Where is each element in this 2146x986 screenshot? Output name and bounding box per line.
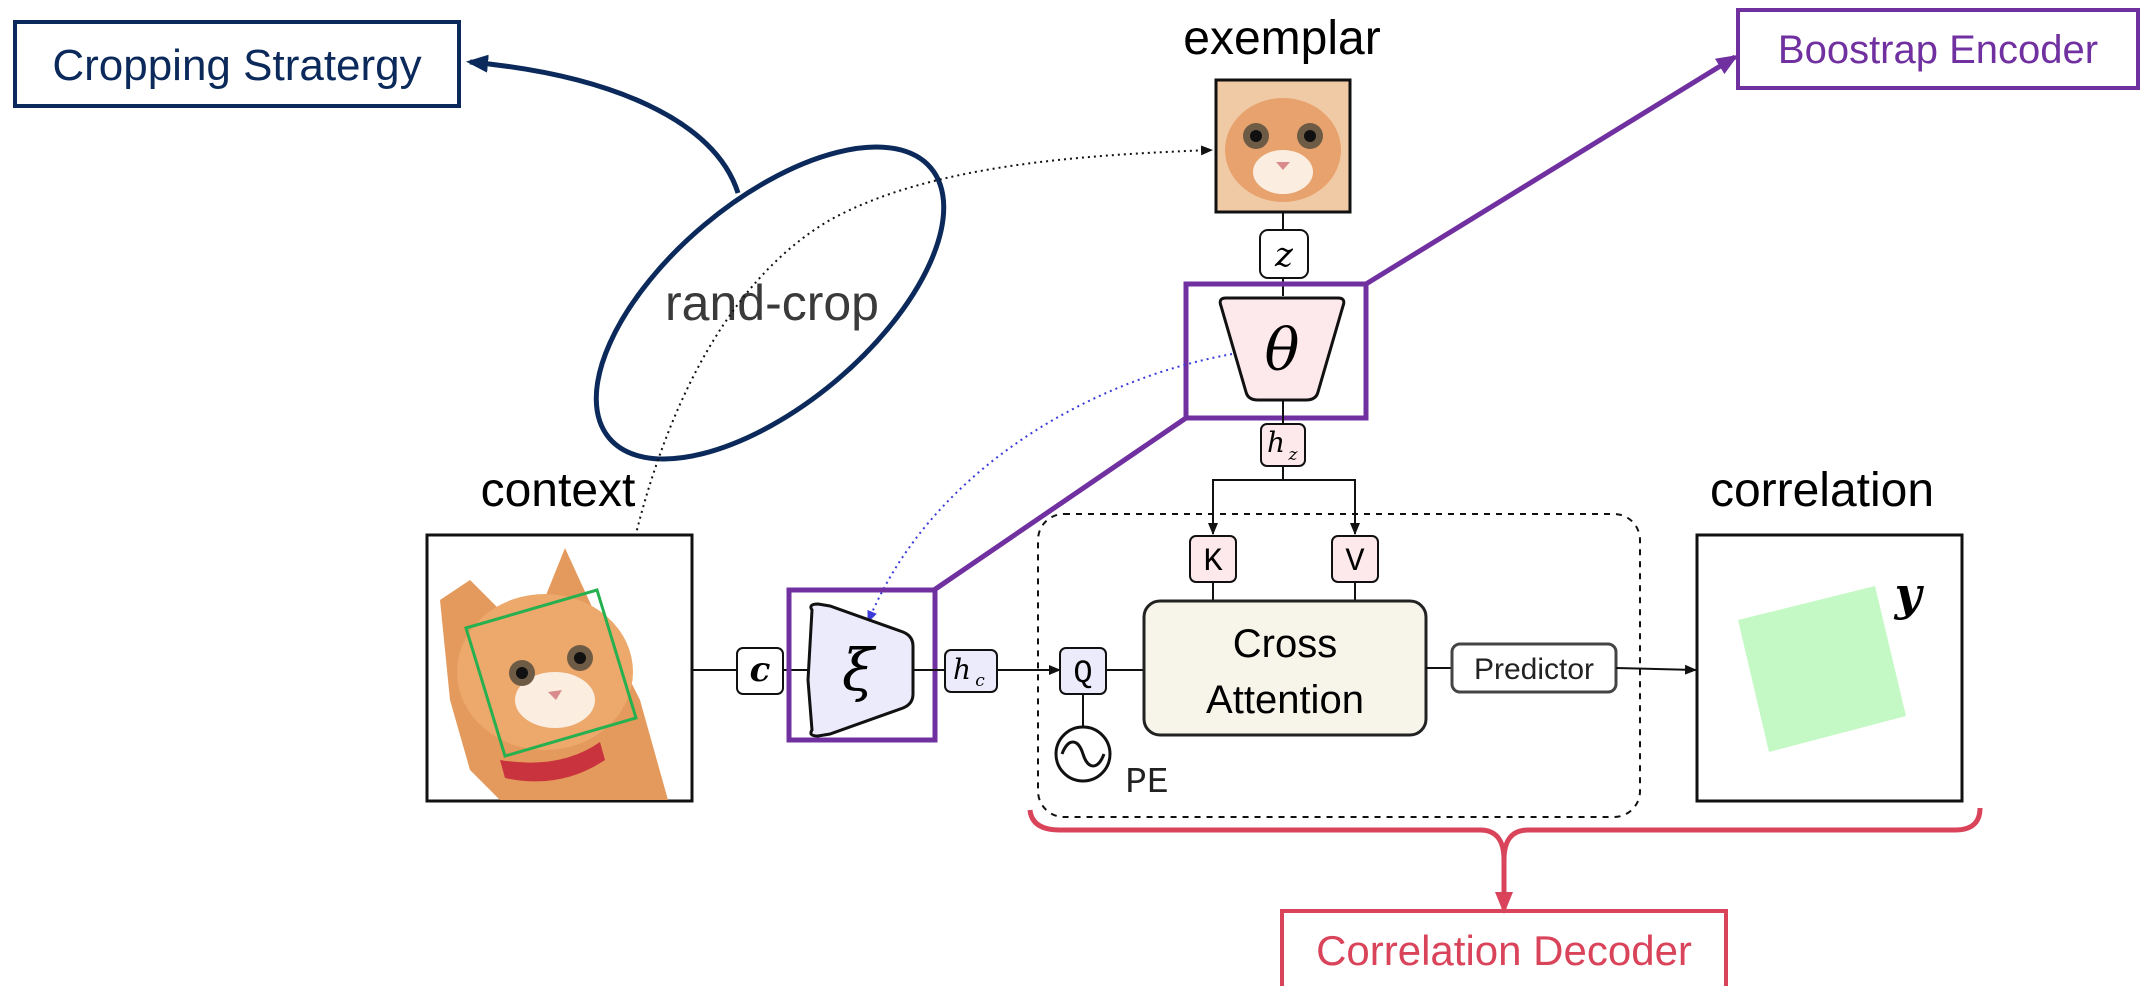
context-image xyxy=(425,533,694,803)
theta-encoder xyxy=(1218,296,1346,402)
rand-crop-ellipse xyxy=(593,144,947,462)
bootstrap-encoder-arrow xyxy=(1364,54,1739,287)
rand-crop-label: rand-crop xyxy=(665,275,879,331)
bootstrap-encoder-label: Boostrap Encoder xyxy=(1778,28,2098,72)
xi-encoder-frame xyxy=(786,587,938,743)
cross-attention-line2: Attention xyxy=(1206,678,1364,722)
z-symbol: z xyxy=(1274,235,1294,275)
hz-branch-lines xyxy=(1212,479,1356,532)
v-symbol: V xyxy=(1345,543,1365,580)
decoder-brace xyxy=(1027,807,1983,861)
cross-attention-line1: Cross xyxy=(1233,622,1337,666)
xi-encoder xyxy=(806,602,915,738)
y-symbol: y xyxy=(1894,567,1925,621)
q-symbol: Q xyxy=(1073,655,1092,692)
exemplar-image xyxy=(1214,78,1352,214)
predictor-label: Predictor xyxy=(1474,653,1594,686)
hc-subscript: c xyxy=(975,671,985,691)
theta-symbol: θ xyxy=(1265,316,1300,384)
positional-encoding-icon xyxy=(1054,725,1112,783)
c-symbol: c xyxy=(750,650,771,690)
hz-subscript: z xyxy=(1288,445,1299,465)
bootstrap-encoder-callout: Boostrap Encoder xyxy=(1736,8,2140,90)
correlation-target xyxy=(1738,586,1906,752)
correlation-title: correlation xyxy=(1710,464,1934,517)
encoder-link-line xyxy=(932,415,1188,593)
pe-label: PE xyxy=(1125,762,1168,803)
hz-symbol: h xyxy=(1267,426,1285,459)
xi-symbol: ξ xyxy=(842,636,877,704)
cropping-strategy-label: Cropping Stratergy xyxy=(52,41,421,90)
crop-box xyxy=(464,588,638,758)
k-symbol: K xyxy=(1203,543,1223,580)
weight-share-dotted-arrow xyxy=(867,353,1233,623)
cropping-strategy-callout: Cropping Stratergy xyxy=(13,20,461,108)
theta-encoder-frame xyxy=(1183,281,1369,421)
hc-symbol: h xyxy=(953,653,971,686)
cropping-strategy-arrow xyxy=(466,54,741,194)
decoder-region xyxy=(1037,513,1641,818)
correlation-decoder-callout: Correlation Decoder xyxy=(1280,909,1728,986)
context-title: context xyxy=(481,464,636,517)
exemplar-title: exemplar xyxy=(1183,12,1380,65)
correlation-decoder-label: Correlation Decoder xyxy=(1316,927,1692,974)
